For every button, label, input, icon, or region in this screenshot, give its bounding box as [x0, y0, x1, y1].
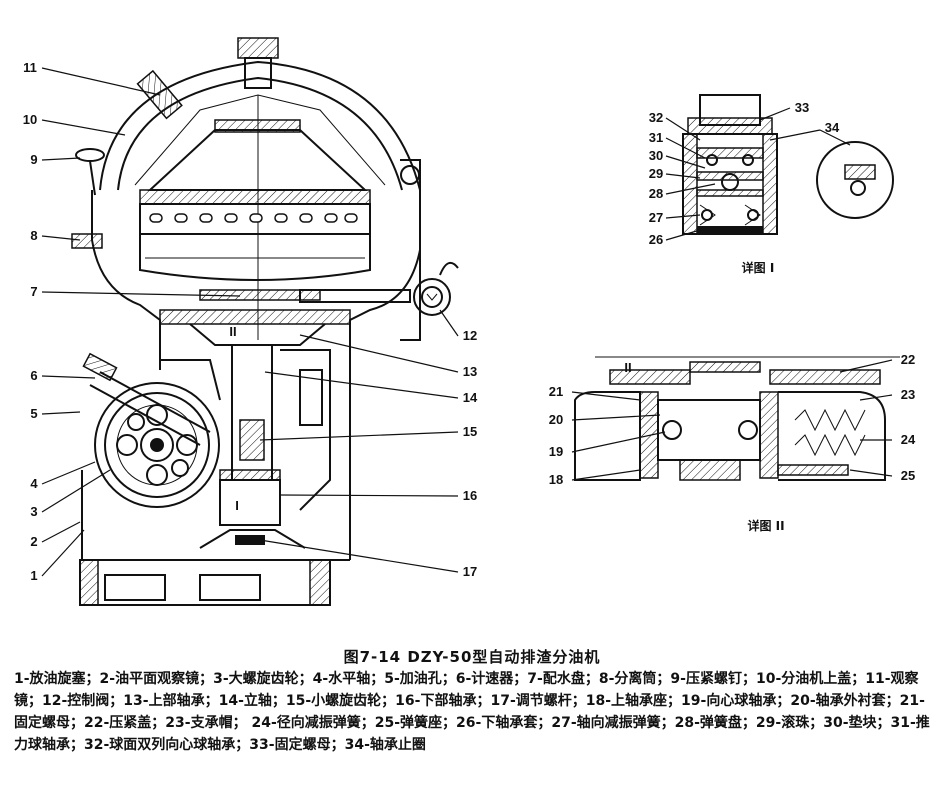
main-label-1: 1 [30, 568, 37, 583]
main-label-13: 13 [463, 364, 477, 379]
detail1-label-31: 31 [649, 130, 663, 145]
detail2-label-23: 23 [901, 387, 915, 402]
detail1-label-26: 26 [649, 232, 663, 247]
figure-legend: 1-放油旋塞；2-油平面观察镜；3-大螺旋齿轮；4-水平轴；5-加油孔；6-计速… [14, 671, 930, 753]
detail1-label-34: 34 [825, 120, 840, 135]
detail2-label-25: 25 [901, 468, 915, 483]
main-label-8: 8 [30, 228, 37, 243]
detail1-title: 详图 I [742, 260, 775, 275]
detail1-label-29: 29 [649, 166, 663, 181]
main-label-14: 14 [463, 390, 478, 405]
detail2-label-22: 22 [901, 352, 915, 367]
main-label-16: 16 [463, 488, 477, 503]
detail1-label-30: 30 [649, 148, 663, 163]
main-label-4: 4 [30, 476, 38, 491]
section-mark-i: I [235, 498, 239, 513]
main-label-7: 7 [30, 284, 37, 299]
main-label-11: 11 [23, 60, 37, 75]
detail1-label-33: 33 [795, 100, 809, 115]
main-label-2: 2 [30, 534, 37, 549]
detail2-label-18: 18 [549, 472, 563, 487]
detail-1: 32 31 30 29 28 27 26 33 34 详图 I [649, 94, 894, 275]
figure-caption: 图7-14 DZY-50型自动排渣分油机 [343, 648, 601, 666]
detail2-title: 详图 II [747, 518, 784, 533]
section-mark-ii: II [229, 324, 236, 339]
main-label-3: 3 [30, 504, 37, 519]
main-label-15: 15 [463, 424, 477, 439]
main-label-17: 17 [463, 564, 477, 579]
detail1-label-28: 28 [649, 186, 663, 201]
main-view: 11 10 9 8 7 6 5 4 3 2 1 12 13 14 15 16 1… [23, 37, 478, 606]
main-label-12: 12 [463, 328, 477, 343]
detail2-mark-ii: II [624, 360, 631, 375]
main-label-5: 5 [30, 406, 37, 421]
main-label-9: 9 [30, 152, 37, 167]
main-label-6: 6 [30, 368, 37, 383]
detail-2: 21 20 19 18 22 23 24 25 II 详图 II [549, 352, 916, 533]
detail1-label-27: 27 [649, 210, 663, 225]
detail1-label-32: 32 [649, 110, 663, 125]
main-label-10: 10 [23, 112, 37, 127]
detail2-label-24: 24 [901, 432, 916, 447]
separator-drawing: 11 10 9 8 7 6 5 4 3 2 1 12 13 14 15 16 1… [23, 37, 916, 606]
detail2-label-21: 21 [549, 384, 563, 399]
detail2-label-20: 20 [549, 412, 563, 427]
detail2-label-19: 19 [549, 444, 563, 459]
